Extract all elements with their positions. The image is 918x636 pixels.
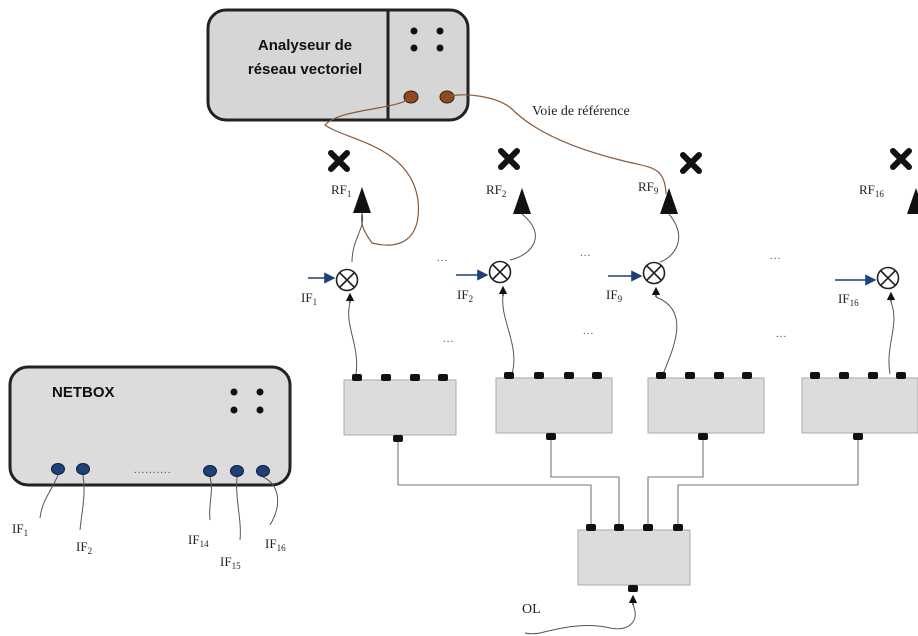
analyzer-indicator-dots — [410, 27, 444, 52]
rf-label-2: RF2 — [486, 182, 507, 199]
ellipsis-4: ... — [443, 333, 455, 345]
splitter-1 — [343, 374, 457, 442]
netbox-port-label-if2: IF2 — [76, 539, 93, 556]
if-label-2: IF2 — [457, 287, 474, 304]
netbox — [8, 365, 292, 541]
netbox-port-label-if14: IF14 — [188, 532, 209, 549]
chain-2 — [456, 148, 536, 375]
splitter-4 — [801, 372, 918, 440]
main-lo-splitter — [524, 524, 691, 635]
amplifier-1-icon — [353, 187, 371, 213]
netbox-indicator-dots — [230, 388, 264, 414]
ellipsis-3: ... — [770, 250, 782, 262]
netbox-ports — [51, 463, 270, 477]
chain-9 — [608, 152, 702, 375]
lo-label: OL — [522, 602, 541, 617]
if-label-16: IF16 — [838, 291, 859, 308]
amplifier-16-icon — [907, 188, 918, 214]
reference-path-label: Voie de référence — [532, 104, 630, 119]
antenna-2-icon — [498, 148, 520, 170]
analyzer-label-line1: Analyseur de — [257, 37, 353, 54]
if-label-1: IF1 — [301, 290, 318, 307]
lo-splitters-row — [343, 372, 918, 442]
amplifier-9-icon — [660, 188, 678, 214]
chain-1 — [308, 150, 371, 375]
netbox-port-label-if1: IF1 — [12, 521, 29, 538]
splitter-3 — [647, 372, 765, 440]
netbox-port-gap: .......... — [134, 464, 172, 476]
netbox-title: NETBOX — [52, 384, 115, 401]
antenna-9-icon — [680, 152, 702, 174]
netbox-port-label-if15: IF15 — [220, 554, 241, 571]
analyzer-label: Analyseur de réseau vectoriel — [218, 34, 392, 82]
rf-label-1: RF1 — [331, 182, 352, 199]
ellipsis-1: ... — [437, 252, 449, 264]
lo-feed-lines — [397, 440, 859, 525]
reference-cable — [446, 94, 667, 195]
antenna-16-icon — [890, 148, 912, 170]
analyzer-label-line2: réseau vectoriel — [247, 61, 363, 78]
netbox-cables — [39, 474, 279, 541]
amplifier-2-icon — [513, 188, 531, 214]
rf-label-16: RF16 — [859, 182, 884, 199]
ellipsis-2: ... — [580, 247, 592, 259]
if-label-9: IF9 — [606, 287, 623, 304]
splitter-2 — [495, 372, 613, 440]
rf-label-9: RF9 — [638, 179, 659, 196]
ellipsis-6: ... — [776, 328, 788, 340]
antenna-1-icon — [328, 150, 350, 172]
netbox-port-label-if16: IF16 — [265, 536, 286, 553]
measurement-cable — [324, 96, 420, 246]
chain-16 — [835, 148, 918, 375]
ellipsis-5: ... — [583, 325, 595, 337]
